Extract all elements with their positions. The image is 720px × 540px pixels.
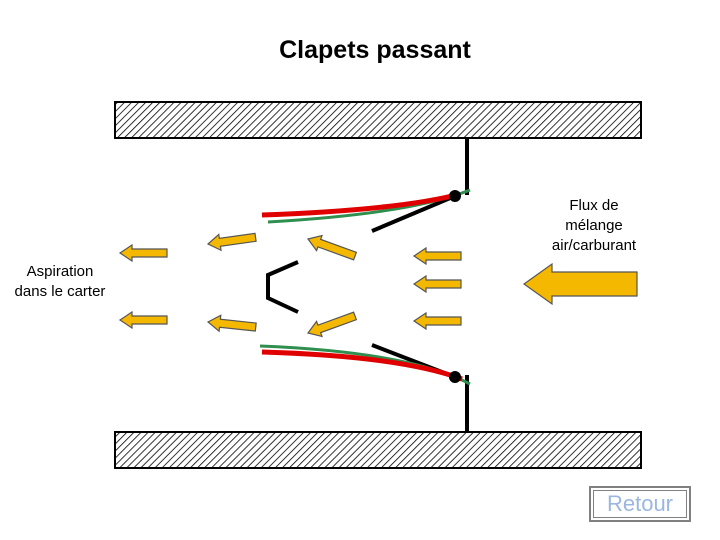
big-flow-arrow — [522, 262, 638, 306]
flow-label-line-1: Flux de — [569, 197, 619, 214]
retour-button[interactable]: Retour — [589, 486, 691, 522]
flow-arrow-mid-upper — [206, 232, 257, 252]
lower-pivot — [449, 371, 461, 383]
flow-label-line-2: mélange — [565, 217, 623, 234]
flow-arrow-top — [412, 246, 462, 266]
reed-stop-upper — [371, 194, 456, 233]
central-deflector — [266, 260, 299, 314]
upper-wall — [114, 101, 642, 139]
retour-button-label: Retour — [593, 490, 687, 518]
flow-arrow-middle — [412, 274, 462, 294]
lower-wall — [114, 431, 642, 469]
aspiration-label-line-1: Aspiration — [26, 263, 94, 280]
flow-arrow-diag-lower — [306, 311, 358, 338]
flow-label-line-3: air/carburant — [551, 237, 637, 254]
page-title: Clapets passant — [279, 36, 471, 64]
flow-arrow-bottom — [412, 311, 462, 331]
flow-arrow-left-upper — [118, 243, 168, 263]
upper-petal-open — [261, 191, 461, 218]
upper-pivot — [449, 190, 461, 202]
flow-arrow-mid-lower — [206, 314, 257, 333]
aspiration-label-line-2: dans le carter — [14, 283, 106, 300]
flow-arrow-left-lower — [118, 310, 168, 330]
lower-petal-open — [261, 349, 463, 382]
flow-arrow-diag-upper — [306, 234, 358, 261]
aspiration-label: Aspiration dans le carter — [0, 262, 120, 302]
flow-label: Flux de mélange air/carburant — [530, 196, 658, 256]
